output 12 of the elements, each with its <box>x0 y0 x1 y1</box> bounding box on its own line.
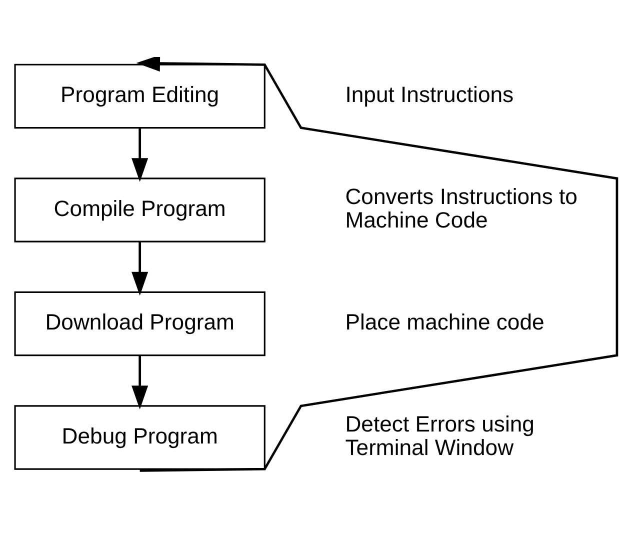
node-label: Place machine code <box>345 310 544 335</box>
arrow <box>132 128 148 182</box>
node-label: Input Instructions <box>345 82 514 108</box>
node-box: Download Program <box>14 291 266 356</box>
node-label: Detect Errors using Terminal Window <box>345 412 534 460</box>
arrow <box>132 356 148 410</box>
arrow <box>136 57 618 472</box>
arrow <box>132 242 148 296</box>
node-box: Debug Program <box>14 405 266 470</box>
node-box: Compile Program <box>14 178 266 242</box>
node-label: Converts Instructions to Machine Code <box>345 184 578 233</box>
node-box: Program Editing <box>14 64 266 129</box>
